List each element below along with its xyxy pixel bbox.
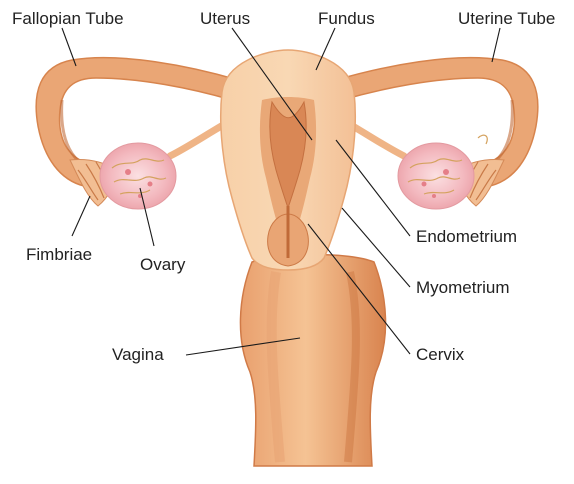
leader-fimbriae [72, 196, 90, 236]
label-fimbriae: Fimbriae [26, 246, 92, 263]
label-vagina: Vagina [112, 346, 164, 363]
label-cervix: Cervix [416, 346, 464, 363]
label-uterine-tube: Uterine Tube [458, 10, 555, 27]
label-myometrium: Myometrium [416, 279, 510, 296]
label-endometrium: Endometrium [416, 228, 517, 245]
vagina-shape [240, 255, 385, 467]
label-fundus: Fundus [318, 10, 375, 27]
label-uterus: Uterus [200, 10, 250, 27]
left-ovary [100, 143, 176, 209]
label-fallopian-tube: Fallopian Tube [12, 10, 124, 27]
leader-uterine-tube [492, 28, 500, 62]
label-ovary: Ovary [140, 256, 185, 273]
